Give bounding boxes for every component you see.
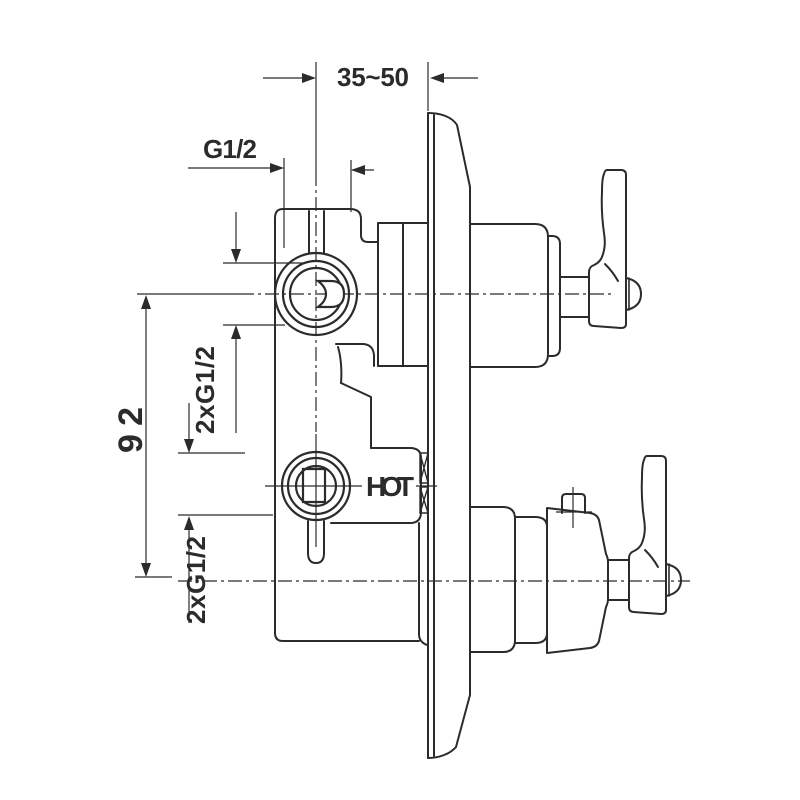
upper-handle-cap [625, 277, 642, 311]
upper-trim-ring [547, 235, 561, 357]
dim-thread-upper-label: 2xG1/2 [190, 346, 220, 434]
knob-set-screw [561, 493, 586, 514]
upper-trim-assembly [469, 169, 642, 368]
hot-port [280, 450, 352, 522]
upper-handle-lever [588, 169, 627, 329]
upper-port [273, 251, 359, 337]
valve-body [274, 208, 429, 646]
lower-trim-assembly [469, 455, 682, 654]
lower-stem [607, 559, 630, 601]
dim-depth-label: 35~50 [337, 62, 409, 92]
dimension-2xg12-lower: 2xG1/2 [178, 403, 273, 624]
dimension-92: 92 [112, 295, 151, 577]
dim-spacing-label: 92 [112, 407, 150, 453]
lower-handle-cap [665, 563, 682, 597]
dimension-2xg12-upper: 2xG1/2 [190, 212, 305, 434]
wall-plate [427, 112, 471, 759]
dimension-35-50: 35~50 [263, 62, 478, 92]
dim-thread-top-label: G1/2 [203, 134, 257, 164]
dimension-g12-top: G1/2 [188, 134, 374, 248]
lower-trim-ring [514, 516, 548, 644]
lower-handle-lever [628, 455, 667, 615]
dim-thread-lower-label: 2xG1/2 [181, 536, 211, 624]
upper-stem [559, 276, 590, 318]
hot-label: HOT [366, 471, 414, 502]
lower-trim-sleeve [469, 506, 516, 653]
upper-trim-sleeve [469, 223, 549, 368]
